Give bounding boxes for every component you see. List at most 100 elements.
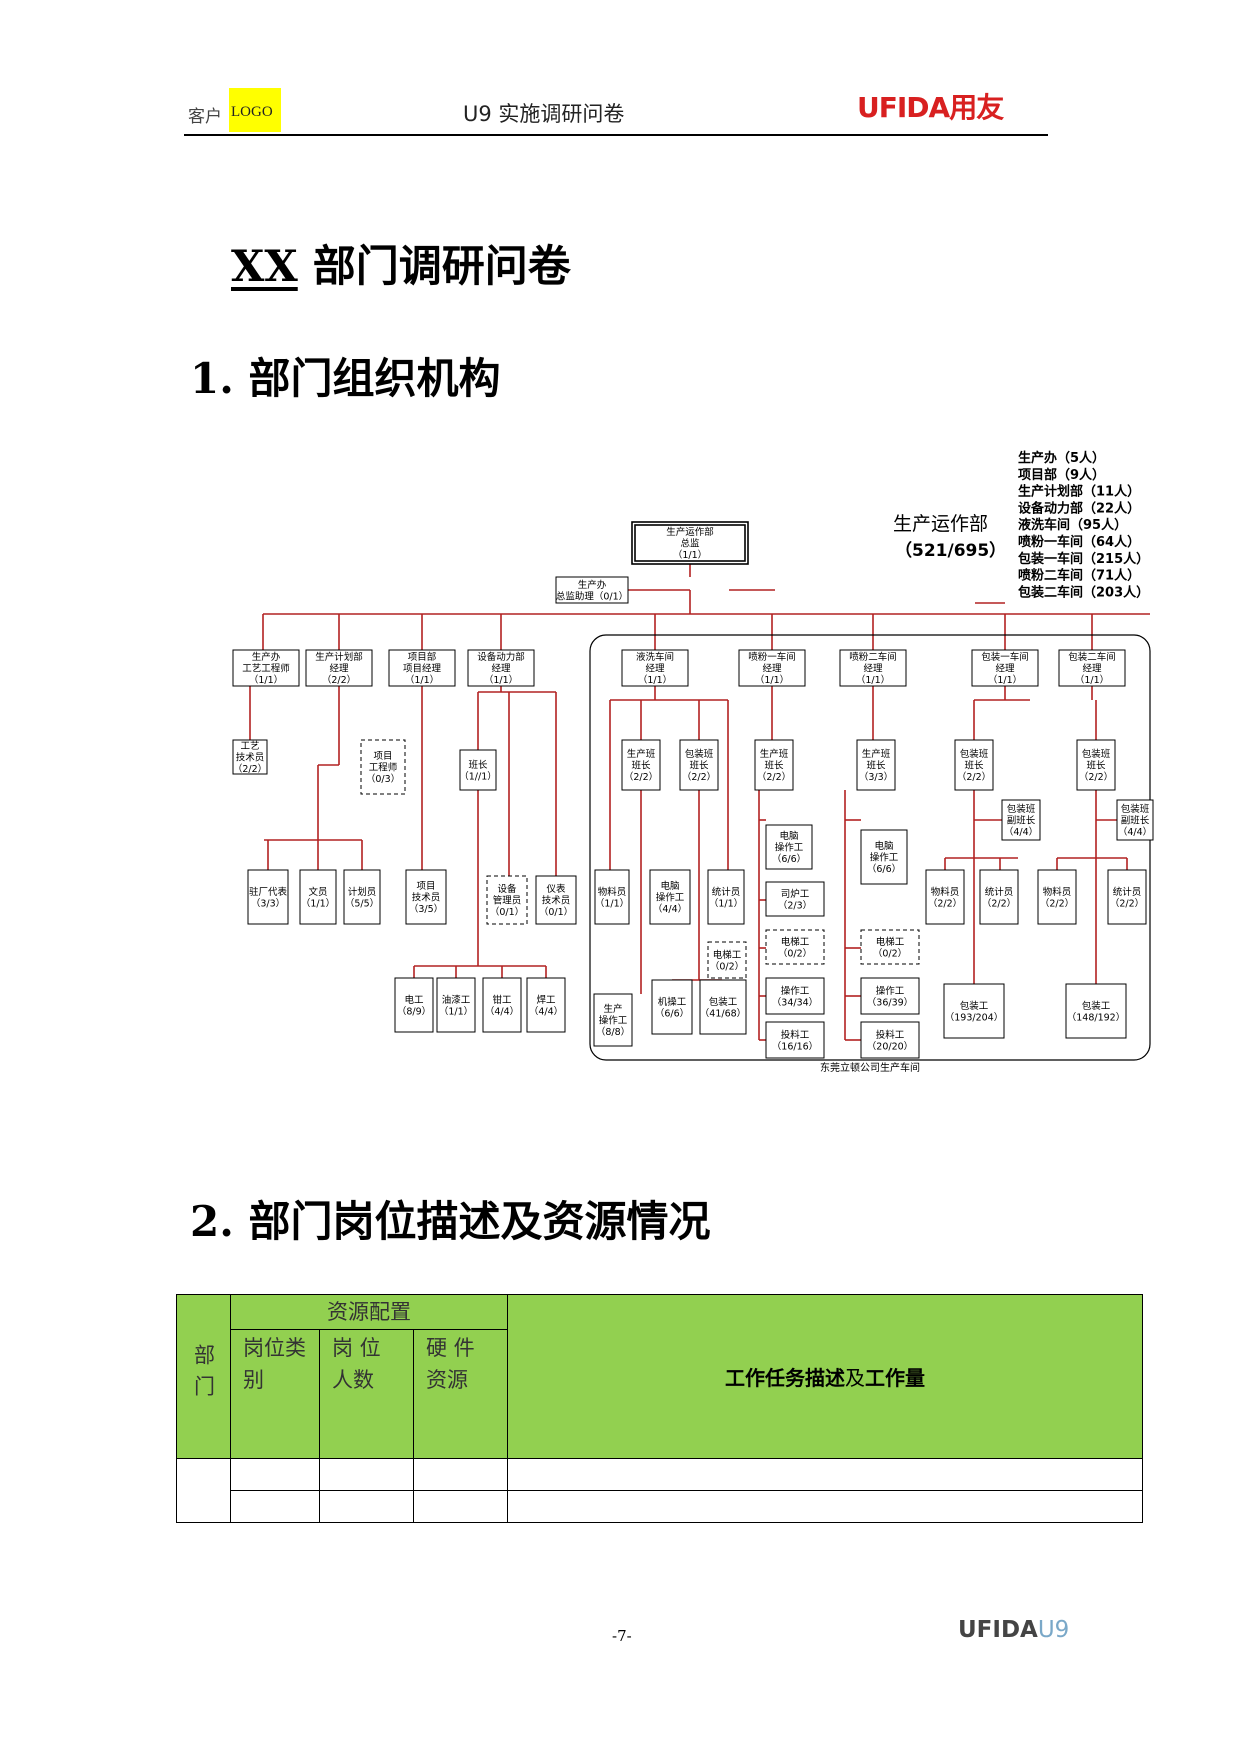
org-node-box [707, 869, 745, 925]
org-node-box [754, 739, 794, 791]
org-node-text: 钳工 [492, 994, 512, 1006]
th-hardware: 硬 件 资源 [413, 1329, 508, 1459]
org-node-box [405, 869, 447, 925]
org-node-box [1107, 869, 1147, 925]
table-cell[interactable] [176, 1458, 231, 1523]
org-node-text: （4/4） [653, 903, 687, 915]
org-node-text: （0/2） [710, 960, 744, 972]
org-node-text: 喷粉二车间 [849, 651, 897, 663]
table-cell[interactable] [413, 1490, 508, 1523]
org-node-text: 仪表 [546, 883, 566, 895]
org-node-text: 生产班 [862, 748, 891, 760]
org-node-text: （0/2） [778, 947, 812, 959]
table-cell[interactable] [413, 1458, 508, 1491]
section-2-heading: 2. 部门岗位描述及资源情况 [190, 1197, 711, 1246]
org-node-n36: 油漆工（1/1） [436, 977, 476, 1033]
org-node-text: （1/1） [1075, 674, 1109, 686]
org-node-box [394, 977, 434, 1033]
org-node-box [299, 869, 337, 925]
org-node-n43: 包装工（148/192） [1065, 983, 1127, 1039]
org-node-text: （0/2） [873, 947, 907, 959]
org-node-n23: 司炉工（2/3） [765, 881, 825, 917]
org-node-text: 包装班 [1121, 803, 1150, 815]
org-node-text: 班长 [631, 760, 651, 772]
org-node-box [436, 977, 476, 1033]
org-node-box [593, 993, 633, 1047]
org-node-n15: 文员（1/1） [299, 869, 337, 925]
org-node-box [467, 649, 535, 687]
org-node-text: （6/6） [772, 853, 806, 865]
table-cell[interactable] [319, 1458, 414, 1491]
org-node-text: （34/34） [772, 996, 818, 1008]
org-node-n35: 电工（8/9） [394, 977, 434, 1033]
org-node-text: 项目经理 [403, 663, 442, 675]
org-node-text: 班长 [964, 760, 984, 772]
org-node-text: 副班长 [1007, 815, 1036, 827]
org-node-text: （1/1） [405, 674, 439, 686]
org-node-text: 技术员 [236, 752, 265, 764]
org-node-text: （1/1） [249, 674, 283, 686]
org-node-box [971, 649, 1039, 687]
document-title-xx: XX [231, 242, 298, 292]
org-node-box [1001, 799, 1041, 841]
org-node-text: 操作工 [775, 842, 804, 854]
org-node-box [925, 869, 965, 925]
org-node-text: 工艺工程师 [242, 663, 290, 675]
table-cell[interactable] [230, 1458, 320, 1491]
org-node-text: 统计员 [712, 886, 741, 898]
org-node-text: （1/1） [484, 674, 518, 686]
org-node-text: 项目 [416, 881, 435, 892]
org-node-n31: 操作工（34/34） [765, 977, 825, 1015]
org-node-text: 驻厂代表 [249, 886, 288, 898]
org-node-text: 设备 [497, 883, 517, 895]
org-node-text: （1/1） [673, 549, 707, 561]
org-node-text: 班长 [1086, 760, 1106, 772]
org-node-text: （2/2） [682, 771, 716, 783]
org-node-text: 班长 [866, 760, 886, 772]
org-node-box [526, 977, 566, 1033]
th-resource-config: 资源配置 [230, 1294, 508, 1330]
org-node-box [860, 1021, 920, 1059]
org-node-text: 生产班 [627, 748, 656, 760]
org-node-text: （2/3） [778, 899, 812, 911]
table-cell[interactable] [507, 1490, 1143, 1523]
org-summary-item: 生产办（5人） [1018, 450, 1105, 466]
org-node-box [649, 869, 691, 925]
table-cell[interactable] [230, 1490, 320, 1523]
org-node-text: 统计员 [985, 886, 1014, 898]
org-summary-title: 生产运作部 [893, 513, 988, 535]
org-node-text: 生产计划部 [315, 651, 363, 663]
org-node-box [765, 824, 813, 870]
org-node-text: （4/4） [1004, 826, 1038, 838]
org-node-text: 班长 [689, 760, 709, 772]
table-cell[interactable] [507, 1458, 1143, 1491]
org-node-text: 物料员 [598, 886, 627, 898]
org-node-text: 经理 [863, 663, 883, 675]
org-node-box [1058, 649, 1126, 687]
ufida-brand-logo: UFIDA用友 [857, 91, 1004, 124]
org-node-text: 经理 [645, 663, 665, 675]
org-chart-caption: 东莞立顿公司生产车间 [820, 1061, 920, 1074]
table-cell[interactable] [319, 1490, 414, 1523]
org-node-text: （8/9） [397, 1005, 431, 1017]
org-node-text: 副班长 [1121, 815, 1150, 827]
org-node-text: （0/1） [539, 906, 573, 918]
org-node-text: 油漆工 [442, 994, 471, 1006]
org-node-text: （2/2） [1079, 771, 1113, 783]
org-node-n16: 计划员（5/5） [343, 869, 381, 925]
org-node-text: 包装班 [1082, 748, 1111, 760]
org-node-text: （1/1） [638, 674, 672, 686]
org-node-text: （4/4） [529, 1005, 563, 1017]
org-node-box [1116, 799, 1154, 841]
